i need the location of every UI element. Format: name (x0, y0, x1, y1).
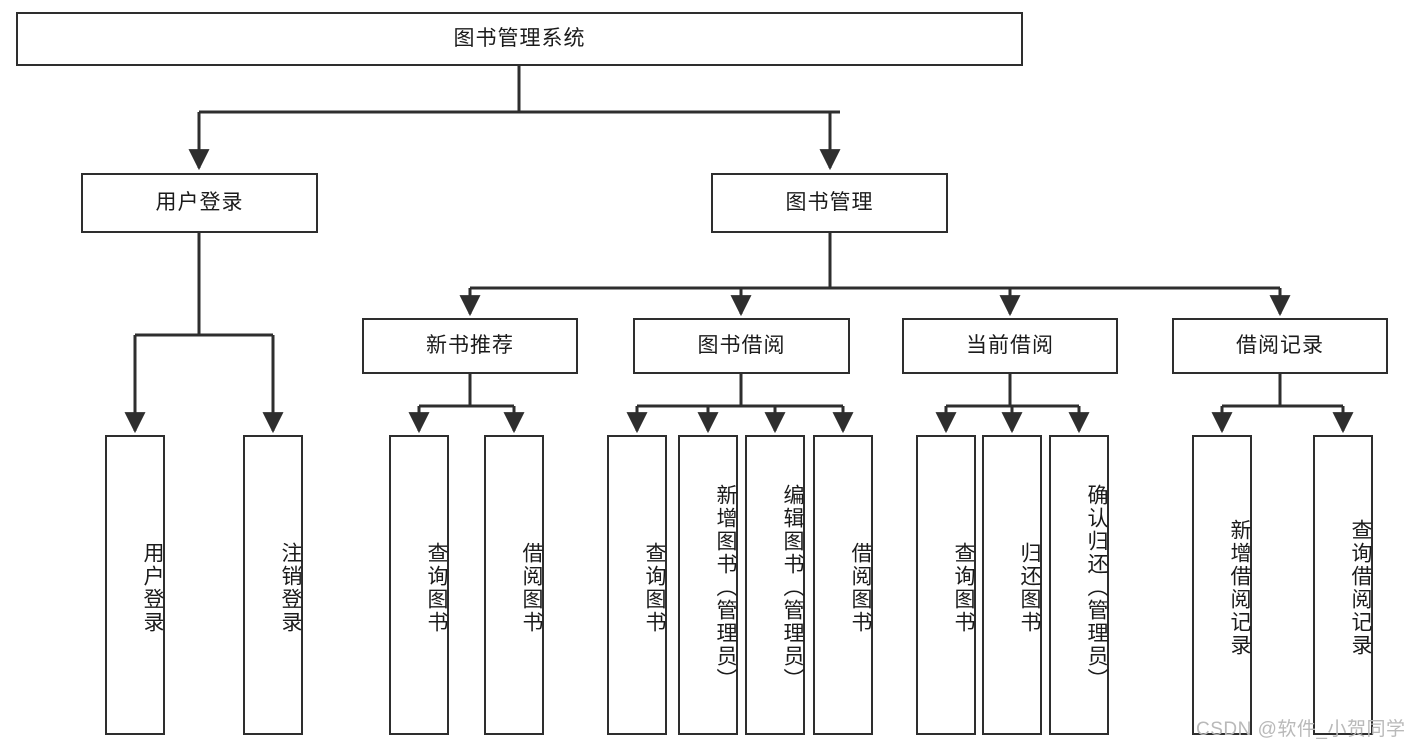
watermark-label: CSDN @软件_小贺同学 (1196, 719, 1405, 740)
leaf-user-login[interactable]: 用户登录 (105, 435, 165, 735)
edges-borrowrecord-to-leaves (1211, 374, 1354, 434)
edges-bookborrow-to-leaves (626, 374, 854, 434)
edges-userlogin-to-leaves (124, 233, 284, 434)
leaf-edit-book-admin[interactable]: 编辑图书（管理员） (745, 435, 805, 735)
node-user-login[interactable]: 用户登录 (81, 173, 318, 233)
leaf-add-book-admin[interactable]: 新增图书（管理员） (678, 435, 738, 735)
leaf-query-book-current[interactable]: 查询图书 (916, 435, 976, 735)
node-book-borrow[interactable]: 图书借阅 (633, 318, 850, 374)
edges-currentborrow-to-leaves (935, 374, 1090, 434)
leaf-logout-login[interactable]: 注销登录 (243, 435, 303, 735)
leaf-borrow-book[interactable]: 借阅图书 (813, 435, 873, 735)
node-borrow-record[interactable]: 借阅记录 (1172, 318, 1388, 374)
edges-newbook-to-leaves (408, 374, 525, 434)
node-book-manage[interactable]: 图书管理 (711, 173, 948, 233)
node-new-book-recommend[interactable]: 新书推荐 (362, 318, 578, 374)
edges-root-to-level2 (188, 66, 841, 171)
leaf-return-book[interactable]: 归还图书 (982, 435, 1042, 735)
leaf-query-borrow-record[interactable]: 查询借阅记录 (1313, 435, 1373, 735)
node-root[interactable]: 图书管理系统 (16, 12, 1023, 66)
leaf-confirm-return-admin[interactable]: 确认归还（管理员） (1049, 435, 1109, 735)
leaf-borrow-book-recommend[interactable]: 借阅图书 (484, 435, 544, 735)
leaf-query-book-borrow[interactable]: 查询图书 (607, 435, 667, 735)
leaf-query-book-recommend[interactable]: 查询图书 (389, 435, 449, 735)
edges-bookmanage-to-level3 (459, 233, 1291, 317)
node-current-borrow[interactable]: 当前借阅 (902, 318, 1118, 374)
leaf-add-borrow-record[interactable]: 新增借阅记录 (1192, 435, 1252, 735)
